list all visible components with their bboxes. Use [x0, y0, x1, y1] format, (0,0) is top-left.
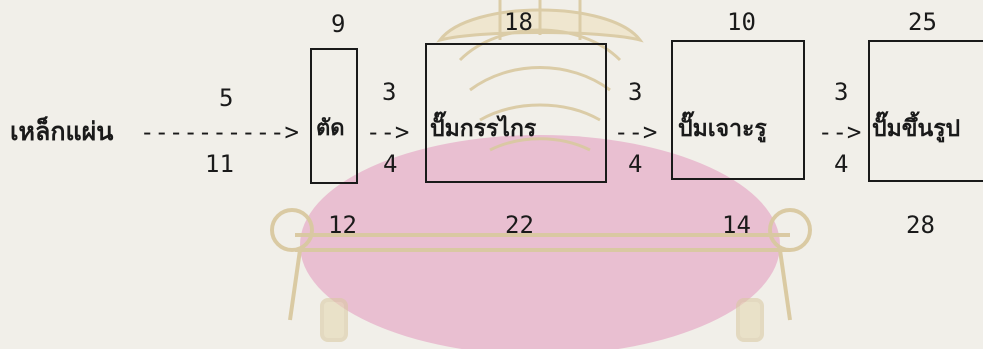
- step-box-cut: [310, 48, 358, 184]
- step-top-number-cut: 9: [331, 10, 346, 38]
- step-label-forming-press: ปั๊มขึ้นรูป: [872, 116, 961, 142]
- step-label-punch-press: ปั๊มเจาะรู: [678, 116, 767, 142]
- step-top-number-shear-press: 18: [504, 8, 533, 36]
- link-arrow-3: -->: [818, 118, 862, 146]
- source-bottom-number: 11: [205, 150, 234, 178]
- source-label: เหล็กแผ่น: [10, 117, 114, 146]
- step-label-shear-press: ปั๊มกรรไกร: [430, 116, 537, 142]
- step-bottom-number-cut: 12: [328, 211, 357, 239]
- step-top-number-forming-press: 25: [908, 8, 937, 36]
- link-top-number-1: 3: [382, 78, 397, 106]
- step-box-punch-press: [671, 40, 805, 180]
- link-arrow-2: -->: [614, 118, 658, 146]
- step-bottom-number-punch-press: 14: [722, 211, 751, 239]
- link-top-number-3: 3: [834, 78, 849, 106]
- link-bottom-number-3: 4: [834, 150, 849, 178]
- step-top-number-punch-press: 10: [727, 8, 756, 36]
- link-bottom-number-2: 4: [628, 150, 643, 178]
- link-arrow-1: -->: [366, 118, 410, 146]
- step-box-shear-press: [425, 43, 607, 183]
- source-top-number: 5: [219, 84, 234, 112]
- step-box-forming-press: [868, 40, 983, 182]
- step-bottom-number-forming-press: 28: [906, 211, 935, 239]
- source-arrow: ---------->: [140, 118, 299, 146]
- step-label-cut: ตัด: [316, 116, 345, 141]
- link-bottom-number-1: 4: [383, 150, 398, 178]
- step-bottom-number-shear-press: 22: [505, 211, 534, 239]
- link-top-number-2: 3: [628, 78, 643, 106]
